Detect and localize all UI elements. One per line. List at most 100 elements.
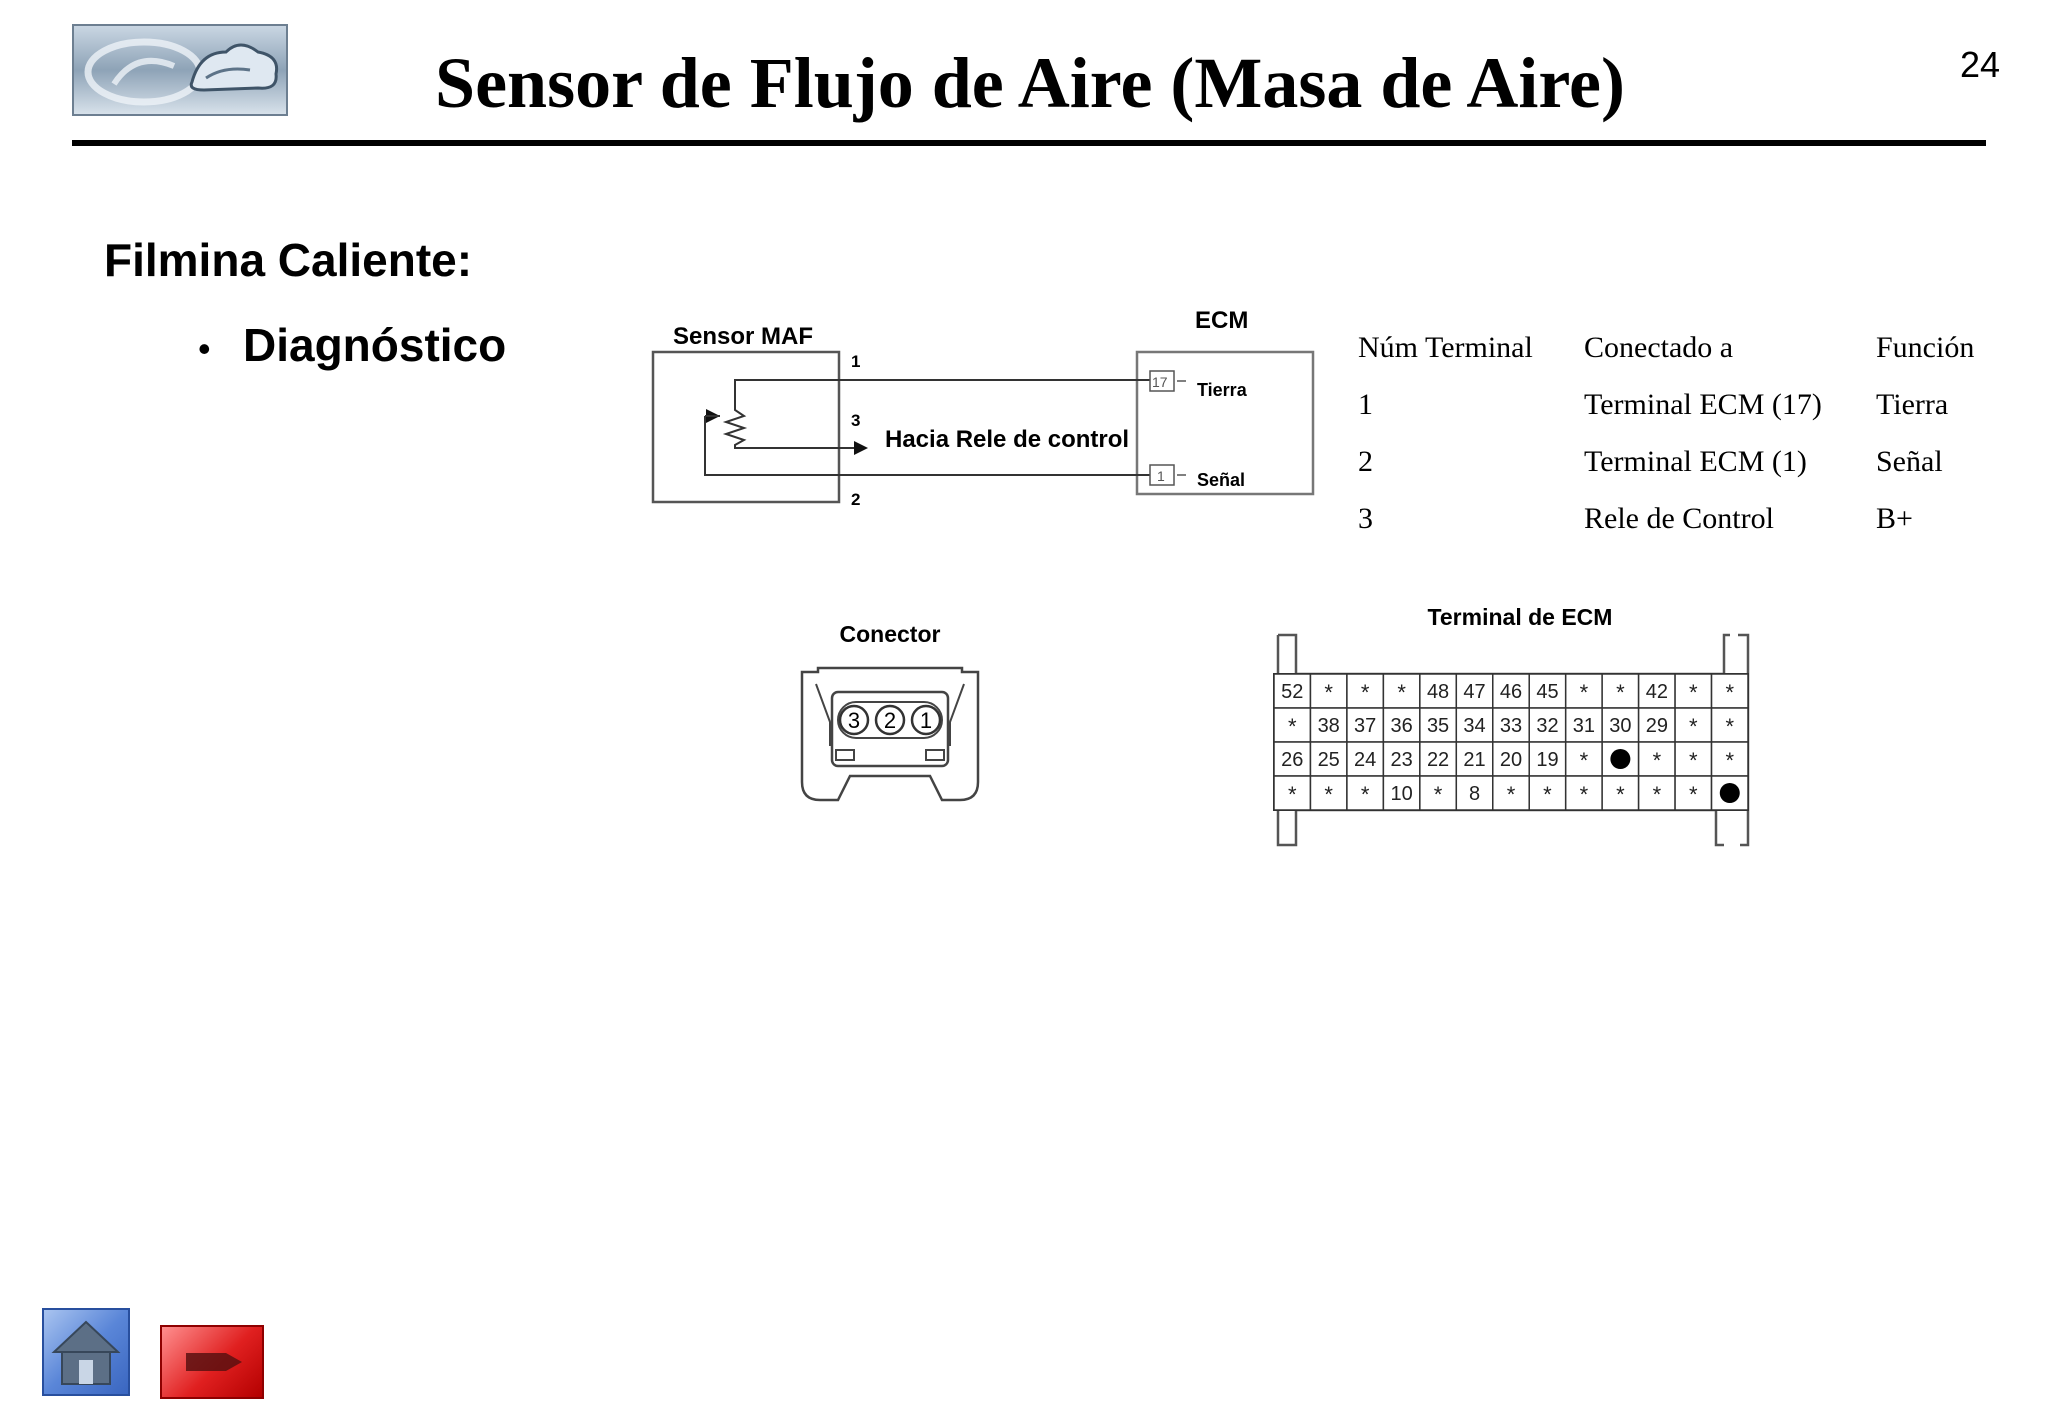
ecm-terminal-pin-label: * [1689, 680, 1698, 705]
table-cell: B+ [1876, 502, 1913, 535]
home-icon [51, 1320, 121, 1385]
ecm-terminal-pin-label: 45 [1536, 681, 1558, 703]
ecm-terminal-label: Terminal de ECM [1427, 604, 1613, 630]
ecm-terminal-cell [1419, 775, 1458, 811]
ecm-terminal-pin-label: 21 [1463, 749, 1485, 771]
pin-2-label: 2 [851, 490, 860, 509]
connector-diagram: Conector 3 2 1 [800, 621, 980, 802]
ecm-terminal-cell [1419, 707, 1458, 743]
table-cell: 3 [1358, 502, 1373, 535]
ecm-terminal-cell [1492, 707, 1530, 743]
ecm-terminal-pin-label: 29 [1646, 715, 1668, 737]
ecm-pin-17-box [1149, 370, 1175, 392]
connector-label: Conector [840, 621, 941, 647]
exit-button[interactable] [160, 1325, 264, 1399]
ecm-terminal-pin-label: * [1725, 680, 1734, 705]
ecm-terminal-cell [1273, 673, 1312, 709]
ecm-terminal-cell [1309, 707, 1348, 743]
ecm-terminal-cell [1637, 707, 1676, 743]
ecm-terminal-pin-label: * [1725, 714, 1734, 739]
ecm-terminal-pin-label: * [1616, 782, 1625, 807]
title-divider [72, 140, 1986, 146]
header-funcion: Función [1876, 331, 1975, 364]
ecm-box [1135, 350, 1315, 496]
ecm-terminal-pin-label: * [1580, 680, 1589, 705]
ecm-terminal-pin-label: * [1288, 782, 1297, 807]
sensor-maf-label: Sensor MAF [673, 323, 813, 350]
ecm-terminal-cell [1601, 775, 1640, 811]
header-conectado-a: Conectado a [1584, 331, 1734, 364]
connector-housing [830, 690, 950, 768]
ecm-terminal-pin-label: * [1543, 782, 1552, 807]
table-cell: Rele de Control [1584, 502, 1774, 535]
ecm-pin-17-label: 17 [1152, 374, 1168, 390]
ecm-terminal-cell [1273, 707, 1312, 743]
ecm-terminal-pin-label: * [1507, 782, 1516, 807]
pin-1-label: 1 [851, 352, 860, 371]
ecm-terminal-pin-label: 38 [1318, 715, 1340, 737]
ecm-terminal-pin-label: 26 [1281, 749, 1303, 771]
slide-number: 24 [1959, 44, 2000, 85]
slide-title: Sensor de Flujo de Aire (Masa de Aire) [435, 43, 1625, 123]
ecm-terminal-cell [1346, 775, 1385, 811]
ecm-pin-1-box [1149, 464, 1175, 486]
bullet-marker: • [198, 328, 211, 369]
ecm-terminal-pin-label: 46 [1500, 681, 1522, 703]
connector-pin-label: 1 [920, 708, 932, 733]
bullet-diagnostico: Diagnóstico [243, 319, 507, 371]
ecm-terminal-cell [1382, 775, 1421, 811]
ecm-terminal-pin-label: 33 [1500, 715, 1522, 737]
ecm-terminal-pin-label: 34 [1463, 715, 1485, 737]
ecm-pin-1-label: 1 [1157, 468, 1165, 484]
ecm-terminal-pin-label: 24 [1354, 749, 1376, 771]
logo-graphic [84, 38, 279, 106]
ecm-terminal-pin-label: * [1689, 748, 1698, 773]
ecm-terminal-pin-label: * [1434, 782, 1443, 807]
relay-label: Hacia Rele de control [885, 426, 1129, 453]
ecm-terminal-pin-label: 8 [1469, 783, 1480, 805]
ecm-terminal-cell [1492, 775, 1530, 811]
header-num-terminal: Núm Terminal [1358, 331, 1533, 364]
ecm-terminal-pin-label: 42 [1646, 681, 1668, 703]
ecm-terminal-pin-label: * [1580, 782, 1589, 807]
ecm-terminal-cell [1601, 707, 1640, 743]
table-cell: 2 [1358, 445, 1373, 478]
ecm-terminal-cell [1382, 673, 1421, 709]
ecm-terminal-pin-label: 37 [1354, 715, 1376, 737]
table-cell: Terminal ECM (1) [1584, 445, 1807, 478]
exit-icon [186, 1353, 242, 1371]
home-button[interactable] [42, 1308, 130, 1396]
ecm-terminal-pin-label: 48 [1427, 681, 1449, 703]
senal-label: Señal [1197, 470, 1245, 490]
ecm-terminal-pin-label: * [1397, 680, 1406, 705]
pin-3-label: 3 [851, 411, 860, 430]
ecm-terminal-pin-label: * [1689, 782, 1698, 807]
ecm-terminal-cell [1710, 673, 1749, 709]
table-cell: Señal [1876, 445, 1943, 478]
ecm-terminal-cell [1346, 707, 1385, 743]
ecm-terminal-cell [1564, 775, 1603, 811]
ecm-terminal-pin-label: 22 [1427, 749, 1449, 771]
connector-pin-3 [838, 704, 870, 736]
ecm-terminal-pin-label: 32 [1536, 715, 1558, 737]
ecm-terminal-pin-label: * [1324, 782, 1333, 807]
ecm-terminal-pin-label: 52 [1281, 681, 1303, 703]
ecm-terminal-cell [1309, 775, 1348, 811]
ecm-terminal-cell [1564, 707, 1603, 743]
ecm-terminal-cell [1710, 741, 1749, 777]
resistor-wire-pin-3 [722, 385, 858, 449]
ecm-terminal-cell [1528, 741, 1567, 777]
ecm-terminal-cell [1674, 775, 1713, 811]
ecm-terminal-pin-label: 23 [1390, 749, 1412, 771]
ecm-terminal-pin-label: * [1725, 748, 1734, 773]
ecm-terminal-pin-label: 19 [1536, 749, 1558, 771]
ecm-label: ECM [1195, 307, 1248, 334]
ecm-terminal-pin-label: * [1653, 748, 1662, 773]
wiring-diagram: Sensor MAF ECM 1 3 2 Hacia Rele de contr… [651, 307, 1315, 509]
tierra-label: Tierra [1197, 380, 1248, 400]
ecm-terminal-pin-label: * [1616, 680, 1625, 705]
table-cell: Tierra [1876, 388, 1949, 421]
ecm-terminal-pin-label: 47 [1463, 681, 1485, 703]
relay-arrow [854, 441, 868, 455]
ecm-terminal-pin-label: * [1689, 714, 1698, 739]
